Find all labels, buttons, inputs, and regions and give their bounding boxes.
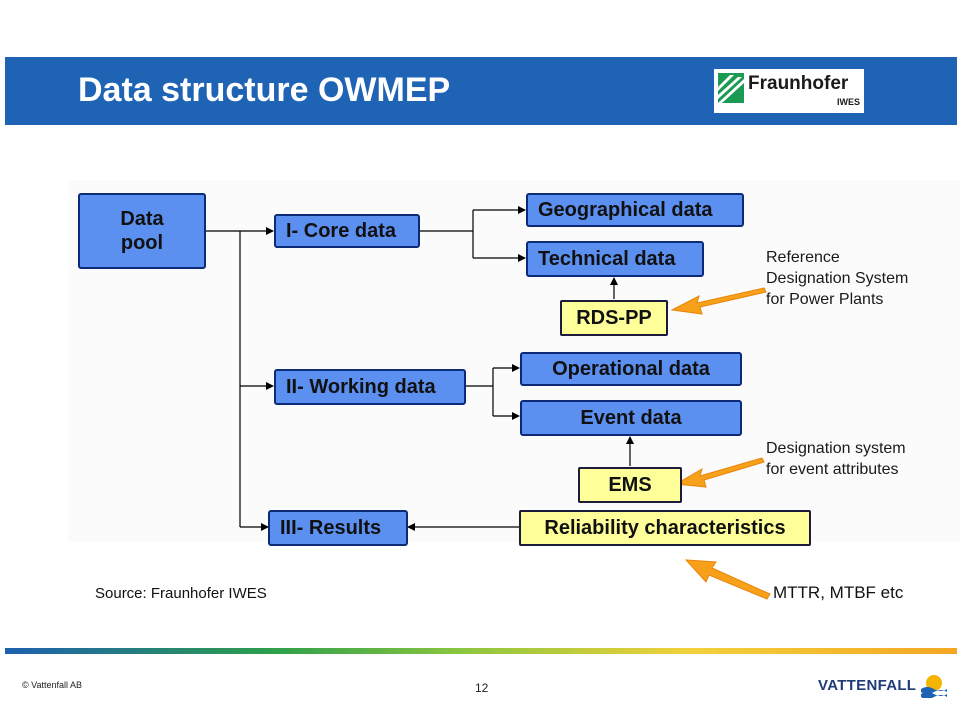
rds-note-line1: Reference bbox=[766, 249, 840, 266]
rds-pp-box: RDS-PP bbox=[560, 300, 668, 336]
reliability-label: Reliability characteristics bbox=[544, 517, 786, 539]
event-data-label: Event data bbox=[580, 407, 682, 429]
page-number: 12 bbox=[475, 681, 489, 695]
data-pool-line1: Data bbox=[120, 208, 164, 230]
footer-color-bar bbox=[5, 648, 957, 654]
results-label: III- Results bbox=[280, 517, 382, 539]
core-data-label: I- Core data bbox=[286, 220, 397, 242]
rds-note-line3: for Power Plants bbox=[766, 291, 884, 308]
copyright-text: © Vattenfall AB bbox=[22, 680, 82, 690]
reliability-box: Reliability characteristics bbox=[519, 510, 811, 546]
logo-subtext: IWES bbox=[836, 97, 860, 107]
operational-data-label: Operational data bbox=[552, 358, 710, 380]
logo-text: Fraunhofer bbox=[748, 73, 849, 94]
data-pool-line2: pool bbox=[120, 232, 164, 254]
ems-note-line1: Designation system bbox=[766, 440, 906, 457]
operational-data-box: Operational data bbox=[520, 352, 742, 386]
vattenfall-logo: VATTENFALL bbox=[818, 672, 949, 698]
vattenfall-logo-text: VATTENFALL bbox=[818, 676, 917, 694]
fraunhofer-logo: Fraunhofer IWES bbox=[714, 69, 864, 113]
source-caption: Source: Fraunhofer IWES bbox=[95, 585, 267, 602]
ems-box: EMS bbox=[578, 467, 682, 503]
working-data-label: II- Working data bbox=[286, 376, 436, 398]
data-pool-box: Data pool bbox=[78, 193, 206, 269]
results-box: III- Results bbox=[268, 510, 408, 546]
geographical-data-box: Geographical data bbox=[526, 193, 744, 227]
ems-label: EMS bbox=[608, 474, 652, 496]
vattenfall-sun-icon bbox=[921, 675, 948, 698]
fraunhofer-logo-icon bbox=[718, 73, 744, 103]
core-data-box: I- Core data bbox=[274, 214, 420, 248]
working-data-box: II- Working data bbox=[274, 369, 466, 405]
mttr-note: MTTR, MTBF etc bbox=[773, 583, 904, 602]
geographical-data-label: Geographical data bbox=[538, 199, 713, 221]
page-title: Data structure OWMEP bbox=[78, 71, 451, 109]
rds-note: Reference Designation System for Power P… bbox=[766, 247, 908, 310]
event-data-box: Event data bbox=[520, 400, 742, 436]
rds-pp-label: RDS-PP bbox=[576, 307, 652, 329]
diagram-area bbox=[68, 180, 960, 542]
technical-data-box: Technical data bbox=[526, 241, 704, 277]
rds-note-line2: Designation System bbox=[766, 270, 909, 287]
ems-note: Designation system for event attributes bbox=[766, 438, 906, 480]
technical-data-label: Technical data bbox=[538, 248, 676, 270]
ems-note-line2: for event attributes bbox=[766, 461, 899, 478]
